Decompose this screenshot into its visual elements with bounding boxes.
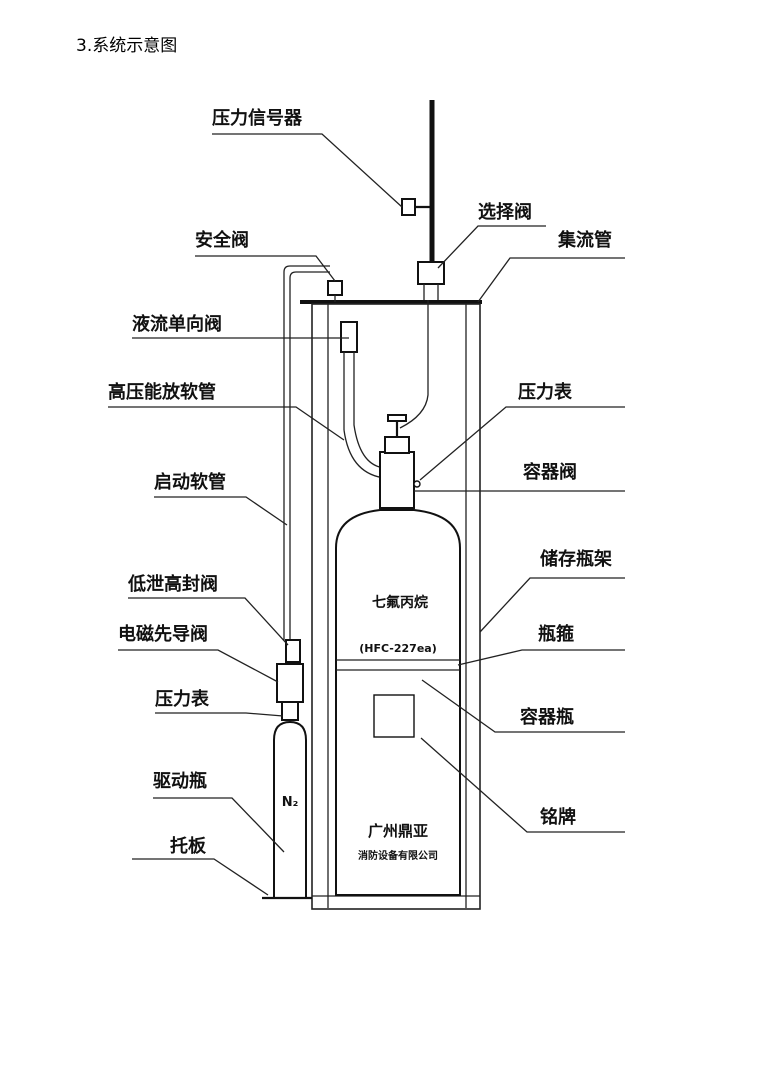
svg-text:容器阀: 容器阀	[523, 461, 577, 483]
label-nameplate: 铭牌	[420, 737, 625, 833]
svg-text:铭牌: 铭牌	[540, 806, 576, 828]
start-hose-outer	[283, 265, 330, 640]
label-manifold: 集流管	[477, 229, 625, 303]
label-driver-bottle: 驱动瓶	[153, 771, 285, 853]
label-pressure-gauge-driver: 压力表	[155, 688, 284, 717]
svg-text:储存瓶架: 储存瓶架	[539, 548, 612, 570]
svg-text:安全阀: 安全阀	[195, 229, 249, 251]
svg-text:电磁先导阀: 电磁先导阀	[118, 623, 208, 645]
discharge-hose-curve-a	[343, 429, 386, 479]
label-storage-rack: 储存瓶架	[479, 548, 625, 633]
svg-text:压力信号器: 压力信号器	[212, 107, 303, 129]
svg-text:驱动瓶: 驱动瓶	[153, 771, 207, 792]
label-container-bottle: 容器瓶	[421, 679, 625, 733]
container-valve-shape	[379, 451, 415, 509]
svg-text:压力表: 压力表	[155, 688, 210, 710]
svg-text:低泄高封阀: 低泄高封阀	[127, 573, 218, 595]
label-safety-valve: 安全阀	[195, 229, 336, 282]
discharge-hose-curve-b	[353, 352, 386, 469]
tank-agent-name: 七氟丙烷	[372, 594, 428, 611]
tank-maker-name: 广州鼎亚	[368, 822, 428, 840]
label-selector-valve: 选择阀	[437, 201, 546, 269]
svg-text:启动软管: 启动软管	[154, 471, 226, 493]
label-container-valve: 容器阀	[414, 461, 625, 492]
pressure-gauge-main-shape	[413, 480, 421, 488]
label-bottle-hoop: 瓶箍	[457, 623, 625, 666]
container-valve-head	[384, 436, 410, 454]
pressure-gauge-driver-shape	[281, 701, 299, 721]
svg-text:集流管: 集流管	[557, 229, 612, 251]
label-high-pressure-hose: 高压能放软管	[108, 381, 345, 441]
svg-text:高压能放软管: 高压能放软管	[108, 381, 216, 403]
liquid-check-valve-shape	[340, 321, 358, 353]
tank-agent-code: (HFC-227ea)	[359, 642, 437, 655]
container-valve-cap	[387, 414, 407, 422]
label-liquid-check-valve: 液流单向阀	[132, 313, 349, 339]
storage-rack-frame	[311, 303, 481, 910]
svg-text:选择阀: 选择阀	[478, 201, 532, 223]
pressure-signaler-shape	[401, 198, 416, 216]
svg-text:瓶箍: 瓶箍	[538, 623, 574, 645]
nameplate-shape	[373, 694, 415, 738]
svg-text:液流单向阀: 液流单向阀	[132, 313, 222, 335]
pilot-line	[399, 300, 429, 429]
section-heading: 3.系统示意图	[76, 36, 178, 56]
start-hose-inner	[289, 271, 330, 640]
tank-maker-company: 消防设备有限公司	[358, 849, 438, 862]
label-pressure-signaler: 压力信号器	[212, 107, 403, 208]
label-tray: 托板	[132, 835, 269, 896]
svg-text:容器瓶: 容器瓶	[520, 706, 574, 728]
label-solenoid-pilot-valve: 电磁先导阀	[118, 623, 279, 683]
driver-gas-label: N₂	[282, 795, 299, 810]
safety-valve-shape	[327, 280, 343, 296]
selector-valve-shape	[417, 261, 445, 285]
svg-text:压力表: 压力表	[518, 381, 573, 403]
low-pressure-seal-valve-shape	[285, 639, 301, 663]
label-pressure-gauge-main: 压力表	[419, 381, 625, 481]
solenoid-pilot-valve-shape	[276, 663, 304, 703]
svg-text:托板: 托板	[170, 835, 207, 857]
label-low-pressure-seal-valve: 低泄高封阀	[127, 573, 289, 646]
label-start-hose: 启动软管	[154, 471, 288, 526]
driver-bottle-shape	[273, 720, 307, 899]
